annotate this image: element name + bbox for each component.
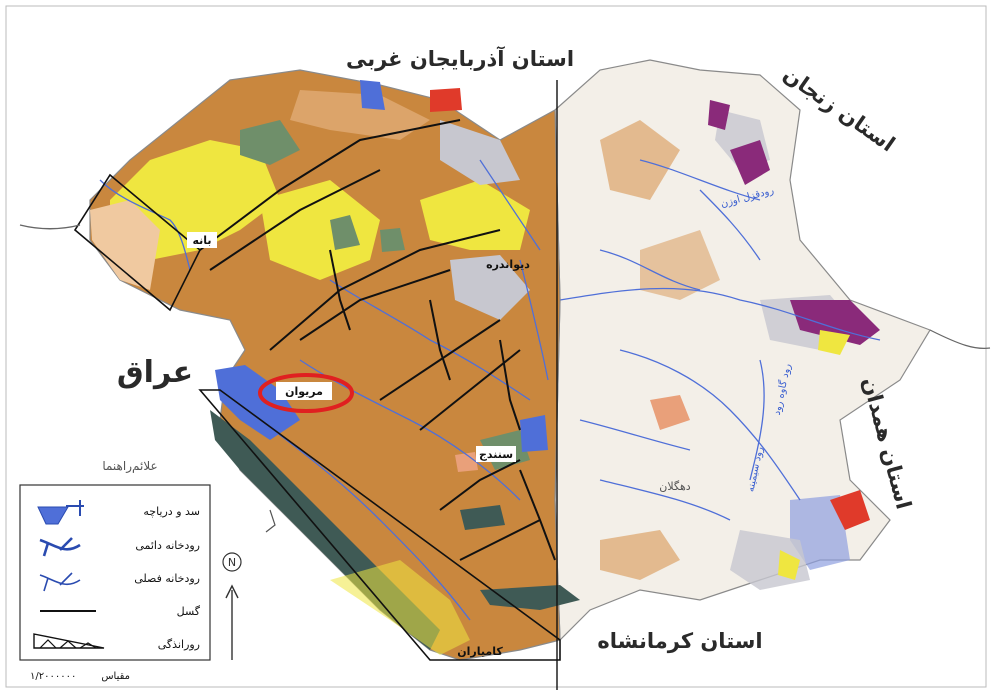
marivan-label-bg bbox=[276, 382, 332, 400]
east-unit-3 bbox=[640, 230, 720, 300]
west-light-unit bbox=[290, 90, 430, 140]
label-divandarreh: دیواندره bbox=[486, 258, 530, 271]
west-lake-north bbox=[360, 80, 385, 110]
south-darkgreen-unit bbox=[480, 585, 580, 610]
fault-lines bbox=[199, 119, 556, 561]
label-baneh: بانه bbox=[192, 234, 211, 247]
hamadan-border-line bbox=[929, 329, 991, 350]
sanandaj-label-bg bbox=[476, 446, 516, 462]
legend-permanent-river-symbol bbox=[39, 537, 81, 557]
label-sanandaj: سنندج bbox=[479, 448, 513, 462]
province-east-area bbox=[554, 59, 931, 642]
legend-label-dam-lake: سد و دریاچه bbox=[143, 505, 200, 518]
legend-label-fault: گسل bbox=[177, 605, 201, 618]
west-grey-unit-2 bbox=[450, 255, 530, 320]
label-west-azarbaijan: استان آذربایجان غربی bbox=[346, 46, 574, 71]
scale-value: ۱/۲۰۰۰۰۰۰ bbox=[30, 671, 76, 682]
east-blue-unit bbox=[790, 495, 850, 570]
marivan-highlight-ellipse bbox=[258, 373, 354, 413]
west-green-unit-2 bbox=[330, 215, 360, 250]
legend-label-seasonal-river: رودخانه فصلی bbox=[134, 572, 200, 585]
legend-label-thrust: رورانذگی bbox=[158, 638, 200, 651]
legend-seasonal-river-symbol bbox=[39, 572, 81, 592]
west-yellow-unit-3 bbox=[420, 180, 530, 250]
border-stub bbox=[265, 509, 276, 533]
legend-label-permanent-river: رودخانه دائمی bbox=[135, 539, 200, 552]
west-red-unit bbox=[430, 88, 462, 112]
east-yellow-unit-2 bbox=[818, 330, 850, 355]
label-marivan: مریوان bbox=[285, 385, 323, 398]
label-kermanshah: استان کرمانشاه bbox=[597, 629, 762, 653]
north-arrow: N bbox=[222, 552, 242, 660]
west-grey-unit-1 bbox=[440, 120, 520, 185]
label-dehgolan: دهگلان bbox=[659, 480, 691, 493]
legend-dam-symbol bbox=[37, 506, 69, 525]
east-unit-5 bbox=[600, 530, 680, 580]
legend-title: علائم‌راهنما bbox=[102, 459, 157, 474]
scale-label: مقیاس bbox=[101, 671, 130, 682]
sanandaj-red-unit bbox=[455, 452, 478, 472]
legend: علائم‌راهنما سد و دریاچه رودخانه دائمی ر… bbox=[19, 459, 211, 661]
west-yellow-unit-2 bbox=[260, 180, 380, 280]
east-purple-unit bbox=[790, 300, 880, 345]
east-red-unit bbox=[650, 395, 690, 430]
legend-thrust-symbol bbox=[33, 633, 105, 649]
west-green-unit-3 bbox=[380, 228, 405, 252]
zarivar-lake bbox=[215, 365, 300, 440]
iraq-border-line bbox=[19, 224, 81, 230]
label-kamyaran: کامیاران bbox=[457, 645, 503, 658]
east-red-unit-2 bbox=[830, 490, 870, 530]
east-yellow-unit bbox=[778, 550, 800, 580]
label-iraq: عراق bbox=[117, 355, 193, 390]
thrust-lines bbox=[73, 173, 561, 661]
baneh-label-bg bbox=[187, 232, 217, 248]
west-peach-unit bbox=[90, 200, 160, 290]
west-green-unit-1 bbox=[240, 120, 300, 165]
west-darkgreen-unit-1 bbox=[460, 505, 505, 530]
west-lake-sanandaj bbox=[520, 415, 548, 452]
east-purple-unit-3 bbox=[708, 100, 730, 130]
east-river-network bbox=[559, 159, 881, 521]
north-arrow-letter: N bbox=[228, 556, 236, 569]
east-purple-unit-2 bbox=[730, 140, 770, 185]
